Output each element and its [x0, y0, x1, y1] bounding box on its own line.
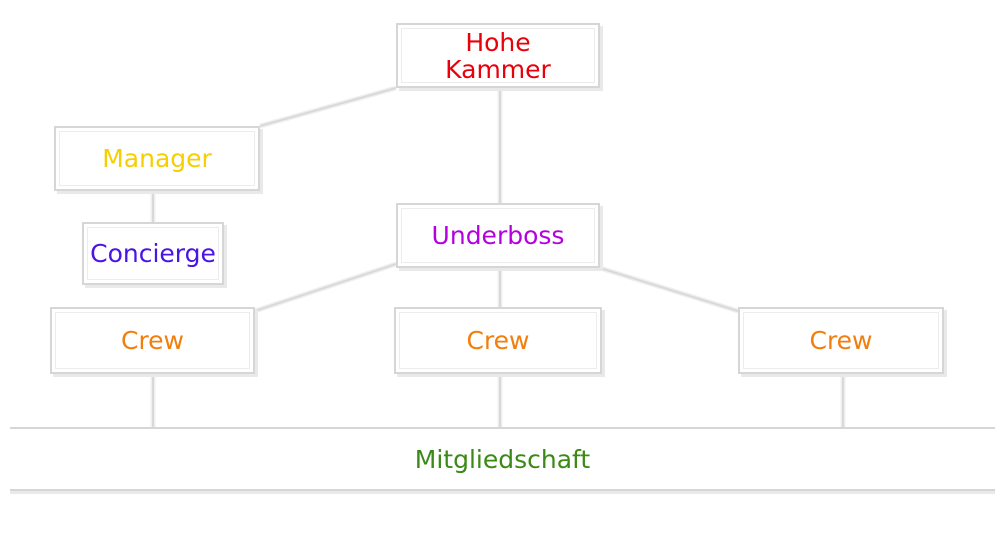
node-mitgliedschaft-label: Mitgliedschaft [414, 444, 591, 474]
node-concierge-label: Concierge [90, 239, 216, 268]
node-underboss-label: Underboss [431, 221, 565, 250]
node-underboss: Underboss [396, 203, 600, 268]
node-mitgliedschaft: Mitgliedschaft [10, 427, 995, 491]
node-crew-1: Crew [50, 307, 255, 374]
node-hohe-kammer-label: Hohe Kammer [445, 29, 551, 83]
node-manager-label: Manager [102, 144, 212, 173]
node-crew-3-label: Crew [809, 326, 873, 355]
edge-layer [150, 85, 846, 427]
node-crew-2: Crew [394, 307, 602, 374]
node-concierge: Concierge [82, 222, 224, 285]
node-crew-1-label: Crew [120, 326, 184, 355]
node-manager: Manager [54, 126, 260, 191]
edge-underboss-crew3 [599, 267, 739, 312]
node-crew-2-label: Crew [466, 326, 530, 355]
node-hohe-kammer-line-1: Hohe [465, 27, 531, 57]
edge-underboss-crew1 [254, 263, 397, 312]
node-crew-3: Crew [738, 307, 944, 374]
edge-hohe-manager [259, 87, 397, 127]
node-hohe-kammer-line-2: Kammer [445, 54, 551, 84]
node-hohe-kammer: Hohe Kammer [396, 23, 600, 88]
